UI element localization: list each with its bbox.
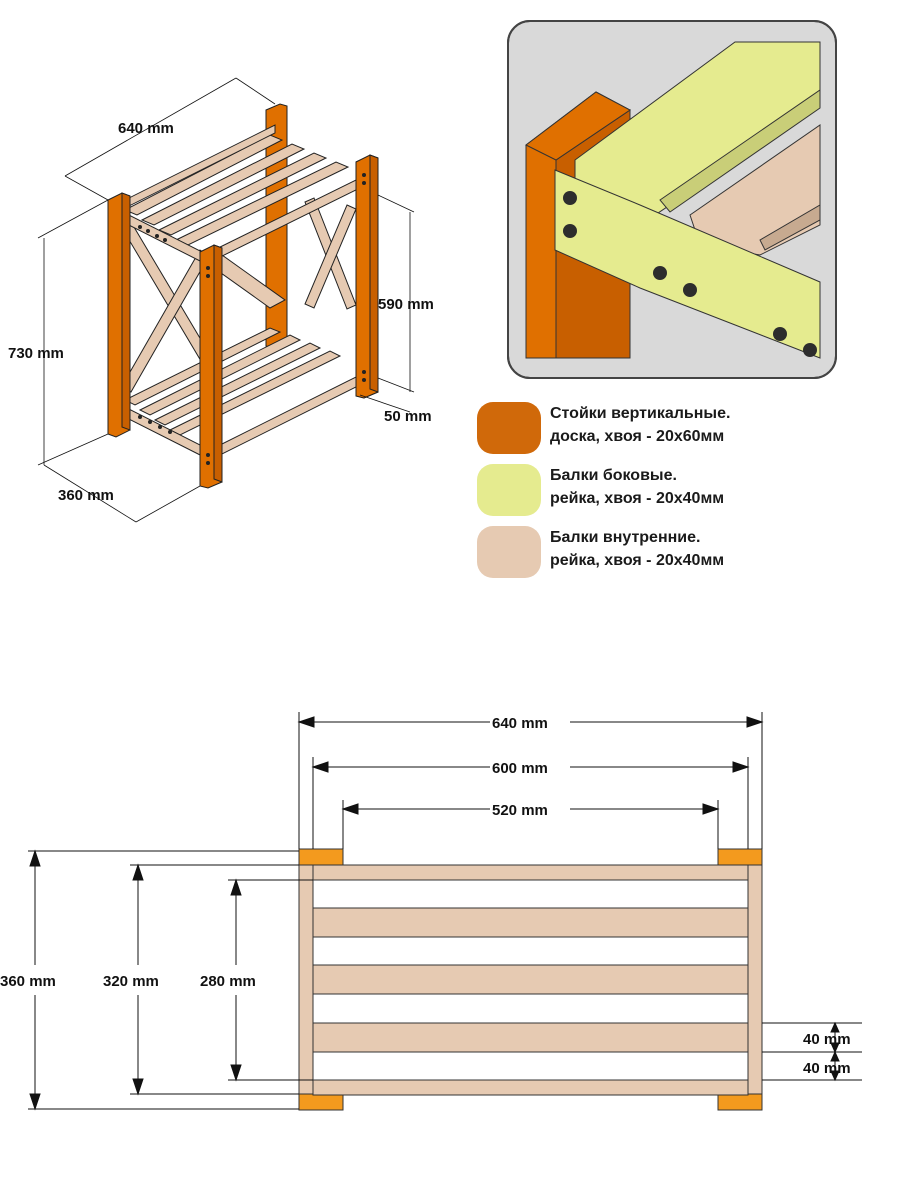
legend-swatch-inner-beams [477, 526, 541, 578]
legend-item-side-beams: Балки боковые. рейка, хвоя - 20х40мм [477, 462, 877, 518]
detail-side-beam-front [554, 169, 821, 359]
plan-inner-depth-label: 280 mm [200, 973, 256, 990]
plan-side-beam-right [747, 864, 763, 1095]
lower-slat-3 [153, 342, 322, 426]
legend-swatch-posts [477, 402, 541, 454]
iso-width-label: 640 mm [118, 120, 174, 137]
legend-line2: рейка, хвоя - 20х40мм [550, 490, 725, 507]
detail-inset [507, 20, 837, 379]
plan-inner-width-label: 520 mm [492, 802, 548, 819]
iso-inner-height-label: 590 mm [378, 296, 434, 313]
plan-slat-2 [312, 907, 749, 938]
plan-mid-width-label: 600 mm [492, 760, 548, 777]
plan-mid-depth-label: 320 mm [103, 973, 159, 990]
upper-slat-2 [140, 143, 306, 226]
legend-text-inner-beams: Балки внутренние. рейка, хвоя - 20х40мм [550, 526, 880, 572]
legend-text-side-beams: Балки боковые. рейка, хвоя - 20х40мм [550, 464, 880, 510]
legend-line2: доска, хвоя - 20х60мм [550, 428, 725, 445]
brace-back-2 [304, 204, 357, 309]
plan-gap-width-label: 40 mm [803, 1060, 851, 1077]
plan-slat-1 [312, 864, 749, 881]
lower-slat-4 [168, 350, 342, 436]
plan-slat-width-label: 40 mm [803, 1031, 851, 1048]
plan-post-top-right [717, 848, 763, 866]
plan-dimensions [28, 712, 862, 1111]
legend-line1: Стойки вертикальные. [550, 405, 731, 422]
plan-side-beam-left [298, 864, 314, 1095]
iso-foot-label: 50 mm [384, 408, 432, 425]
iso-bolts [138, 173, 366, 465]
legend-line2: рейка, хвоя - 20х40мм [550, 552, 725, 569]
plan-post-top-left [298, 848, 344, 866]
post-front-left-face [121, 192, 131, 431]
detail-bolts [563, 191, 817, 357]
legend-item-posts: Стойки вертикальные. доска, хвоя - 20х60… [477, 400, 877, 456]
iso-depth-label: 360 mm [58, 487, 114, 504]
plan-outer-width-label: 640 mm [492, 715, 548, 732]
plan-view [298, 848, 763, 1111]
legend-swatch-side-beams [477, 464, 541, 516]
post-front-right-face [369, 154, 379, 393]
plan-post-bottom-left [298, 1093, 344, 1111]
legend-text-posts: Стойки вертикальные. доска, хвоя - 20х60… [550, 402, 880, 448]
plan-outer-depth-label: 360 mm [0, 973, 56, 990]
plan-slat-4 [312, 1022, 749, 1053]
legend-line1: Балки внутренние. [550, 529, 701, 546]
plan-slat-3 [312, 964, 749, 995]
iso-height-label: 730 mm [8, 345, 64, 362]
isometric-rack [107, 103, 379, 489]
plan-post-bottom-right [717, 1093, 763, 1111]
legend-line1: Балки боковые. [550, 467, 677, 484]
post-front-mid-face [213, 244, 223, 483]
iso-dimensions [37, 77, 415, 523]
legend-item-inner-beams: Балки внутренние. рейка, хвоя - 20х40мм [477, 524, 877, 580]
upper-slat-3 [157, 152, 328, 236]
plan-slat-5 [312, 1079, 749, 1096]
